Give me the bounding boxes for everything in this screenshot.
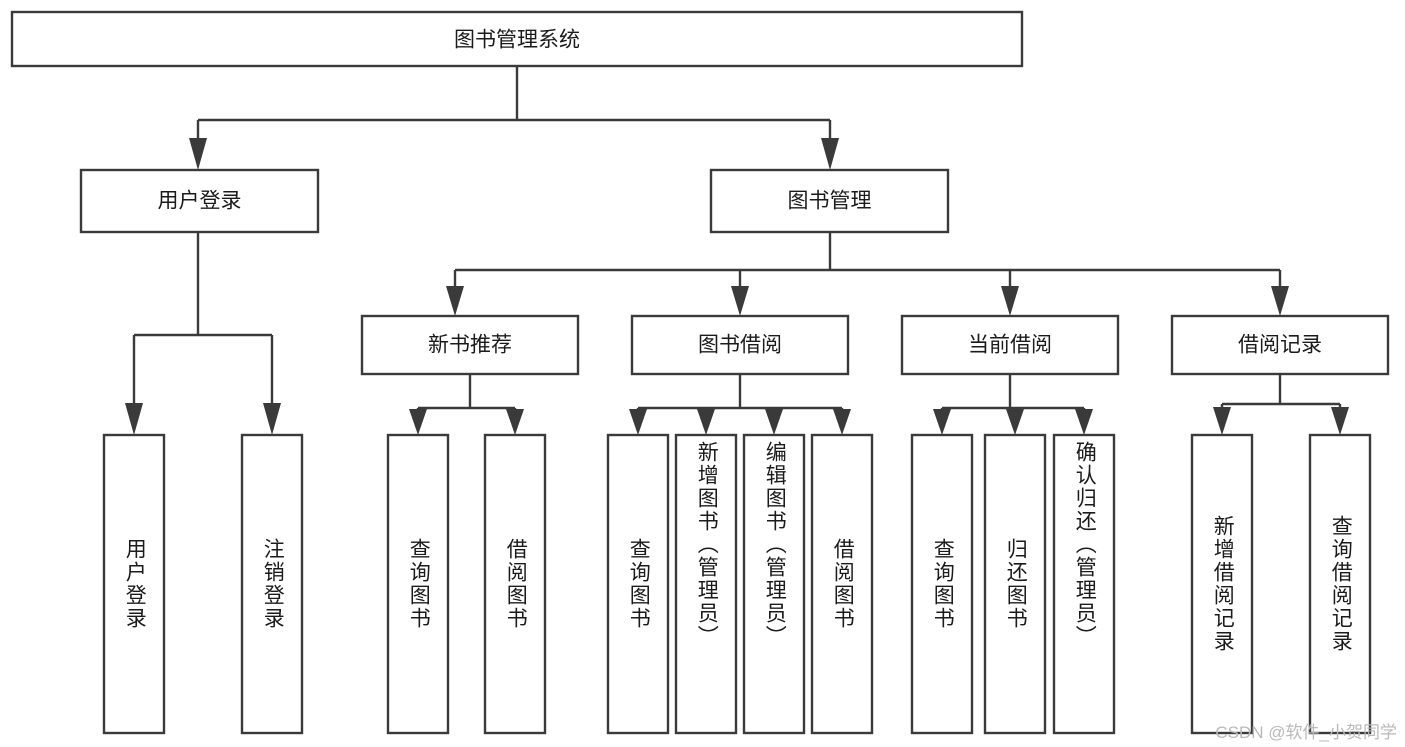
arrow-head-leaf-borrow-book-1 (506, 409, 524, 435)
node-root-label: 图书管理系统 (454, 29, 580, 52)
node-leaf-query-book-3-box[interactable] (910, 433, 974, 735)
node-root-box[interactable] (10, 10, 1024, 68)
node-leaf-query-book-2-box[interactable] (606, 433, 670, 735)
arrow-head-leaf-query-book-1 (409, 409, 427, 435)
arrow-head-leaf-query-book-2 (629, 409, 647, 435)
arrow-head-leaf-borrow-book-2 (833, 409, 851, 435)
arrow-head-new-book-rec (446, 286, 464, 316)
node-current-borrow-label: 当前借阅 (968, 334, 1052, 357)
node-borrow-record-label: 借阅记录 (1238, 334, 1322, 357)
node-leaf-logout-box[interactable] (240, 433, 304, 735)
node-book-manage-label: 图书管理 (788, 190, 872, 213)
node-book-borrow-box[interactable] (630, 314, 850, 376)
node-leaf-add-book-box[interactable] (674, 433, 738, 735)
node-leaf-borrow-book-2-box[interactable] (810, 433, 874, 735)
node-leaf-query-record-box[interactable] (1308, 433, 1372, 735)
node-layer: 图书管理系统 用户登录 图书管理 新书推荐 图书借阅 当前借阅 借阅记录 (10, 10, 1390, 735)
node-leaf-add-record-box[interactable] (1190, 433, 1254, 735)
node-leaf-confirm-return-box[interactable] (1052, 433, 1116, 735)
node-leaf-user-login-box[interactable] (102, 433, 166, 735)
connector-layer (125, 66, 1349, 435)
arrow-head-book-manage (821, 138, 839, 170)
node-current-borrow-box[interactable] (900, 314, 1120, 376)
node-new-book-rec-box[interactable] (360, 314, 580, 376)
node-user-login-label: 用户登录 (158, 190, 242, 213)
node-leaf-edit-book-box[interactable] (742, 433, 806, 735)
node-leaf-return-book-box[interactable] (983, 433, 1047, 735)
arrow-head-leaf-add-record (1213, 407, 1231, 435)
arrow-head-user-login (189, 138, 207, 170)
node-user-login-box[interactable] (79, 168, 320, 234)
node-leaf-borrow-book-1-box[interactable] (483, 433, 547, 735)
arrow-head-leaf-user-login (125, 403, 143, 435)
node-book-borrow-label: 图书借阅 (698, 334, 782, 357)
arrow-head-leaf-query-record (1331, 407, 1349, 435)
arrow-head-current-borrow (1001, 286, 1019, 316)
arrow-head-book-borrow (731, 286, 749, 316)
node-leaf-query-book-1-box[interactable] (386, 433, 450, 735)
node-new-book-rec-label: 新书推荐 (428, 334, 512, 357)
arrow-head-leaf-return-book (1006, 409, 1024, 435)
arrow-head-leaf-add-book (697, 409, 715, 435)
arrow-head-leaf-query-book-3 (933, 409, 951, 435)
arrow-head-leaf-confirm-return (1075, 409, 1093, 435)
node-borrow-record-box[interactable] (1170, 314, 1390, 376)
arrow-head-leaf-edit-book (765, 409, 783, 435)
arrow-head-borrow-record (1271, 286, 1289, 316)
node-book-manage-box[interactable] (709, 168, 950, 234)
arrow-head-leaf-logout (263, 403, 281, 435)
